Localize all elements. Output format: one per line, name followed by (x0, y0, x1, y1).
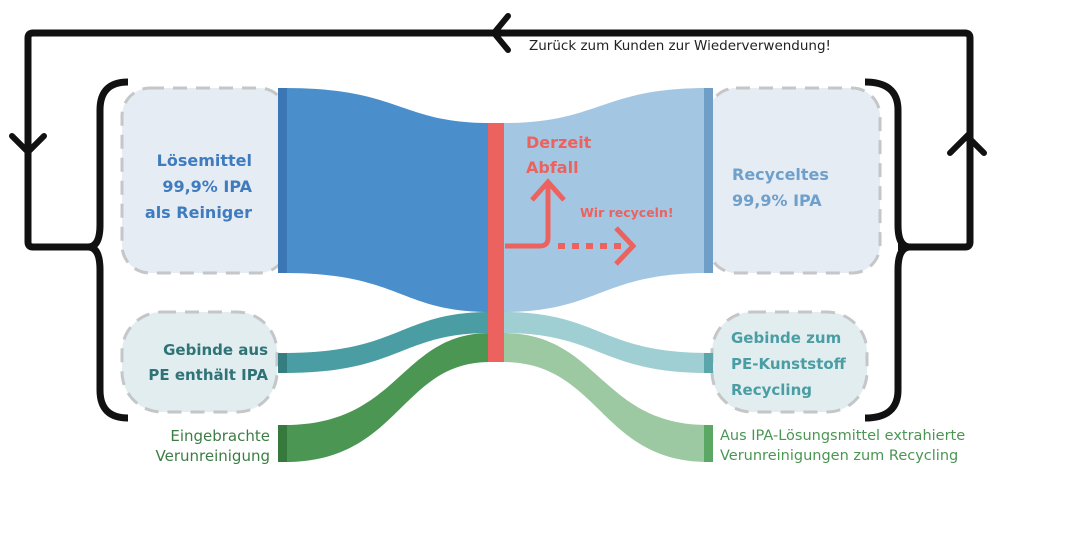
extracted-contaminants-node-bar (704, 425, 713, 462)
waste-arrow-icon (505, 184, 551, 249)
process-node-bar (488, 123, 504, 362)
solvent-node-bar (278, 88, 287, 273)
flow-container-in (285, 312, 490, 373)
container-recycling-node-label: Gebinde zum PE-Kunststoff Recycling (731, 329, 846, 399)
recycled-ipa-node-bar (704, 88, 713, 273)
extracted-contaminants-node-label: Aus IPA-Lösungsmittel extrahierte Verunr… (720, 428, 966, 464)
flow-contaminant-in (285, 333, 490, 462)
contaminant-node-label: Eingebrachte Verunreinigung (155, 427, 270, 465)
flow-container-out (503, 312, 708, 373)
recycle-arrowhead-icon (614, 226, 637, 266)
container-node-box (120, 310, 279, 414)
recycle-label: Wir recyceln! (580, 205, 674, 220)
flow-solvent-in (285, 88, 490, 312)
waste-arrowhead-icon (530, 178, 566, 202)
loop-arrow-left-icon (490, 13, 511, 53)
recycled-ipa-node-label: Recyceltes 99,9% IPA (732, 165, 829, 210)
container-recycling-node-bar (704, 353, 713, 373)
container-node-label: Gebinde aus PE enthält IPA (148, 341, 268, 384)
waste-label: Derzeit Abfall (526, 133, 592, 177)
loop-arrow-down-icon (9, 133, 47, 157)
solvent-node-label: Lösemittel 99,9% IPA als Reiniger (144, 151, 252, 222)
loop-back-line (24, 29, 974, 251)
container-node-bar (278, 353, 287, 373)
flow-recycled-ipa-out (503, 88, 708, 312)
loop-arrow-up-icon (947, 131, 987, 156)
left-brace (87, 78, 129, 422)
loop-back-label: Zurück zum Kunden zur Wiederverwendung! (529, 38, 831, 54)
flow-contaminant-out (503, 333, 708, 462)
right-brace (864, 78, 911, 422)
contaminant-node-bar (278, 425, 287, 462)
